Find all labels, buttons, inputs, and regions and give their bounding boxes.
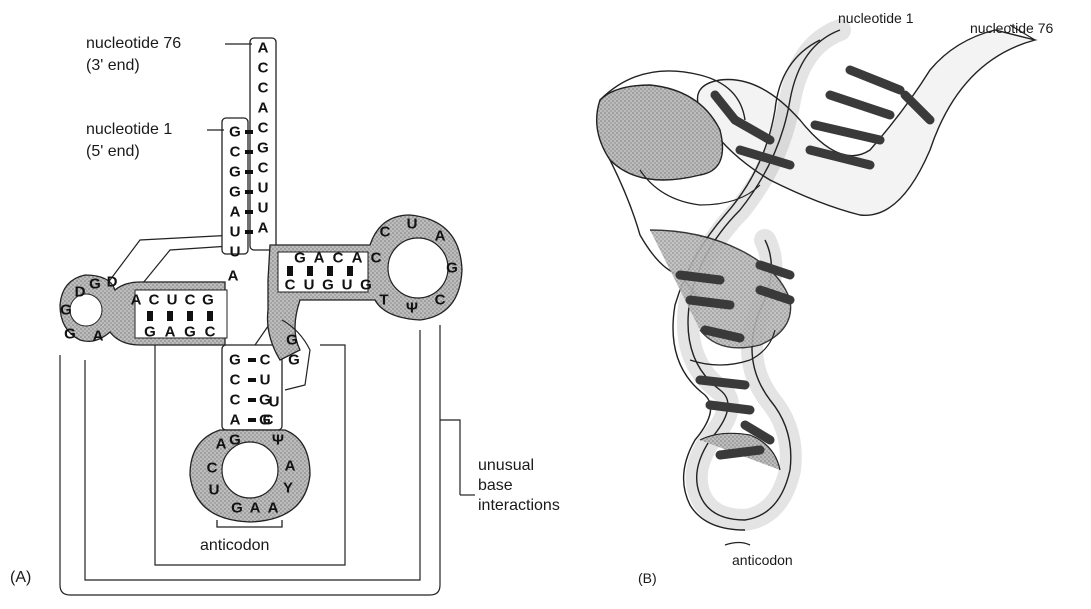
panel-b-label: (B): [638, 568, 657, 588]
base-d_arm_top-0: A: [131, 292, 142, 309]
base-psi_stem_inner-3: U: [342, 277, 353, 294]
base-d_loop-5: A: [93, 328, 104, 345]
base-acceptor_5prime-5: U: [230, 224, 241, 241]
base-t_loop-1: U: [407, 216, 418, 233]
base-anticodon_loop-7: A: [285, 458, 296, 475]
base-acceptor_5prime-6: U: [230, 244, 241, 261]
base-acceptor_5prime-1: C: [230, 144, 241, 161]
base-acceptor_3prime-9: A: [258, 220, 269, 237]
base-variable_loop-2: G: [288, 352, 300, 369]
base-anticodon_loop-3: G: [231, 500, 243, 517]
unusual-label-line2: base: [478, 476, 513, 496]
base-d_arm_bottom-0: G: [144, 324, 156, 341]
base-psi_stem_outer-0: G: [294, 250, 306, 267]
base-anticodon_loop-4: A: [250, 500, 261, 517]
base-acceptor_5prime-2: G: [229, 164, 241, 181]
base-d_arm_bottom-1: A: [165, 324, 176, 341]
base-acceptor_3prime-1: C: [258, 60, 269, 77]
base-variable_loop-4: C: [263, 412, 274, 429]
base-anticodon_loop-6: Y: [283, 480, 293, 497]
base-variable_loop-3: U: [269, 394, 280, 411]
base-t_loop-6: T: [379, 292, 388, 309]
base-anticodon_loop-0: A: [216, 436, 227, 453]
trna-3d-ribbon: [597, 25, 1035, 545]
base-psi_stem_outer-4: C: [371, 250, 382, 267]
base-psi_stem_outer-2: C: [333, 250, 344, 267]
base-variable_loop-5: Ψ: [272, 432, 284, 449]
base-anticodon_5prime-4: G: [229, 432, 241, 449]
unusual-label-line3: interactions: [478, 496, 560, 516]
base-t_loop-0: C: [380, 224, 391, 241]
base-variable_loop-0: A: [228, 268, 239, 285]
base-acceptor_5prime-3: G: [229, 184, 241, 201]
base-d_arm_bottom-3: C: [205, 324, 216, 341]
base-d_arm_top-3: C: [185, 292, 196, 309]
base-d_arm_top-2: U: [167, 292, 178, 309]
base-anticodon_5prime-0: G: [229, 352, 241, 369]
base-d_arm_top-4: G: [202, 292, 214, 309]
base-psi_stem_outer-1: A: [314, 250, 325, 267]
three-prime-end-label: (3' end): [86, 56, 140, 76]
anticodon-label-a: anticodon: [200, 536, 269, 556]
base-d_loop-1: G: [89, 276, 101, 293]
base-d_loop-2: D: [107, 274, 118, 291]
base-d_arm_top-1: C: [149, 292, 160, 309]
base-psi_stem_inner-1: U: [304, 277, 315, 294]
base-t_loop-4: C: [435, 292, 446, 309]
base-acceptor_3prime-7: U: [258, 180, 269, 197]
base-acceptor_3prime-0: A: [258, 40, 269, 57]
base-t_loop-2: A: [435, 228, 446, 245]
base-t_loop-3: G: [446, 260, 458, 277]
panel-a-label: (A): [10, 568, 31, 588]
base-psi_stem_inner-2: G: [322, 277, 334, 294]
base-anticodon_loop-5: A: [268, 500, 279, 517]
nucleotide-76-label-b: nucleotide 76: [970, 18, 1053, 38]
base-anticodon_5prime-2: C: [230, 392, 241, 409]
base-d_loop-3: G: [60, 302, 72, 319]
base-acceptor_3prime-6: C: [258, 160, 269, 177]
base-anticodon_5prime-3: A: [230, 412, 241, 429]
base-anticodon_5prime-1: C: [230, 372, 241, 389]
base-variable_loop-1: G: [286, 332, 298, 349]
base-acceptor_3prime-4: C: [258, 120, 269, 137]
nucleotide-76-label: nucleotide 76: [86, 34, 181, 54]
base-d_loop-0: D: [75, 284, 86, 301]
base-acceptor_3prime-2: C: [258, 80, 269, 97]
base-t_loop-5: Ψ: [406, 300, 418, 317]
base-acceptor_5prime-4: A: [230, 204, 241, 221]
base-psi_stem_inner-4: G: [360, 277, 372, 294]
base-anticodon_3prime-1: U: [260, 372, 271, 389]
base-anticodon_loop-1: C: [207, 460, 218, 477]
base-acceptor_3prime-3: A: [258, 100, 269, 117]
base-anticodon_loop-2: U: [209, 482, 220, 499]
base-anticodon_3prime-0: C: [260, 352, 271, 369]
unusual-label-line1: unusual: [478, 456, 534, 476]
base-acceptor_5prime-0: G: [229, 124, 241, 141]
base-psi_stem_inner-0: C: [285, 277, 296, 294]
anticodon-label-b: anticodon: [732, 550, 793, 570]
base-acceptor_3prime-8: U: [258, 200, 269, 217]
base-psi_stem_outer-3: A: [352, 250, 363, 267]
base-acceptor_3prime-5: G: [257, 140, 269, 157]
nucleotide-1-label-b: nucleotide 1: [838, 8, 914, 28]
five-prime-end-label: (5' end): [86, 142, 140, 162]
base-d_loop-4: G: [64, 326, 76, 343]
nucleotide-1-label: nucleotide 1: [86, 120, 172, 140]
base-d_arm_bottom-2: G: [184, 324, 196, 341]
